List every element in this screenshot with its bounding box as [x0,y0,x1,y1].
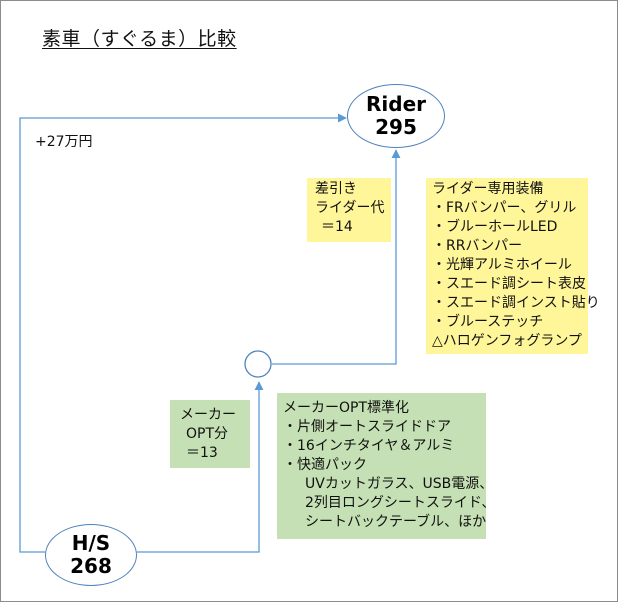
page-title: 素車（すぐるま）比較 [42,28,237,50]
rider-diff-line: 差引き [315,181,357,197]
maker-opt-standard-note: メーカーOPT標準化 ・片側オートスライドドア ・16インチタイヤ＆アルミ ・快… [277,393,496,539]
route-junction-to-rider [272,149,401,365]
rider-equipment-item: ・光輝アルミホイール [432,257,572,273]
maker-opt-standard-item: ・片側オートスライドドア [283,419,451,435]
total-diff-label: +27万円 [35,134,93,150]
maker-opt-diff-line: OPT分 [186,426,229,442]
rider-equipment-item: ・ブルーステッチ [432,314,544,330]
rider-diff-line: ライダー代 [315,200,385,216]
hs-node: H/S 268 [45,524,137,586]
rider-equipment-note: ライダー専用装備 ・FRバンパー、グリル ・ブルーホールLED ・RRバンパー … [426,178,600,354]
rider-equipment-item: ・スエード調シート表皮 [432,276,586,292]
route-hs-to-junction [137,381,264,553]
hs-name: H/S [71,531,111,555]
rider-node: Rider 295 [347,84,445,148]
maker-opt-standard-heading: メーカーOPT標準化 [283,400,410,416]
rider-name: Rider [366,92,426,116]
rider-equipment-item: ・FRバンパー、グリル [432,200,577,216]
maker-opt-diff-note: メーカー OPT分 ＝13 [170,400,250,468]
hs-value: 268 [70,554,112,578]
rider-equipment-item: △ハロゲンフォグランプ [432,333,582,349]
rider-equipment-item: ・RRバンパー [432,238,523,254]
maker-opt-standard-subitem: シートバックテーブル、ほか [305,514,487,530]
rider-diff-line: ＝14 [321,219,353,235]
rider-equipment-item: ・スエード調インスト貼り [432,295,600,311]
maker-opt-standard-subitem: UVカットガラス、USB電源、 [305,476,494,492]
junction-node [244,350,272,378]
maker-opt-diff-line: メーカー [180,407,236,423]
maker-opt-standard-item: ・16インチタイヤ＆アルミ [283,438,455,454]
rider-value: 295 [375,115,417,139]
rider-diff-note: 差引き ライダー代 ＝14 [307,178,391,242]
rider-equipment-heading: ライダー専用装備 [432,181,544,197]
maker-opt-diff-line: ＝13 [186,445,218,461]
maker-opt-standard-subitem: 2列目ロングシートスライド、 [305,495,496,511]
route-hs-to-rider [19,113,347,553]
rider-equipment-item: ・ブルーホールLED [432,219,558,235]
maker-opt-standard-item: ・快適パック [283,457,367,473]
